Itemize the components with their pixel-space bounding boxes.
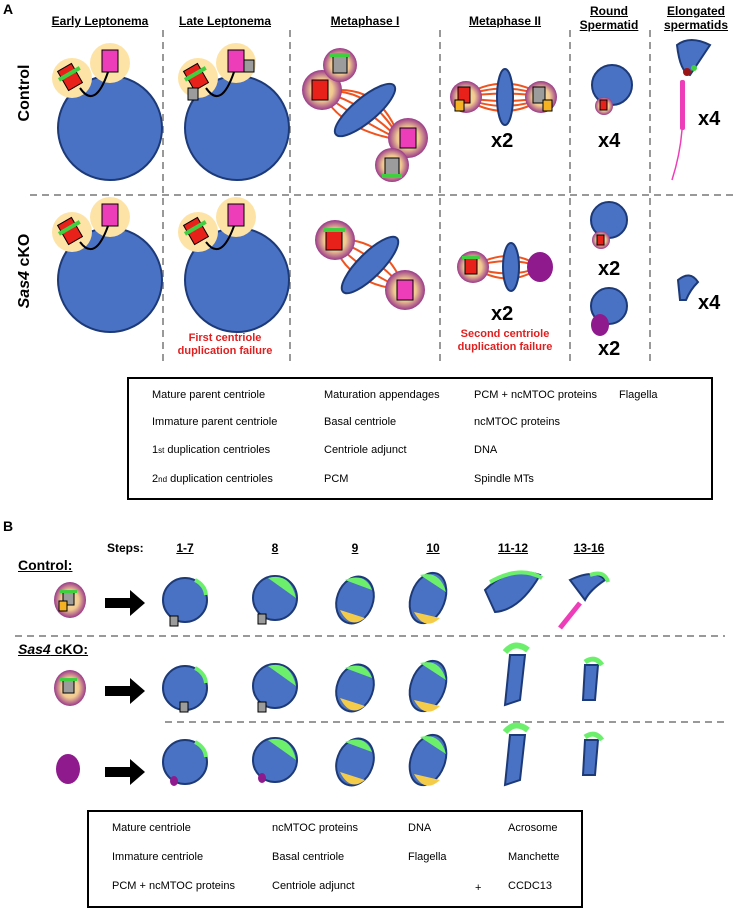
b-row-control-label: Control:	[18, 557, 73, 573]
legendb-immature: Immature centriole	[112, 851, 204, 863]
sas-round1-multiplier: x2	[598, 258, 621, 280]
sas-round-spermatid-1	[590, 201, 628, 249]
legend-second-dup-text: duplication centrioles	[167, 473, 273, 485]
sas-round-spermatid-2	[590, 287, 628, 336]
legend-adjunct: Centriole adjunct	[324, 444, 407, 456]
ctrl-early-leptonema	[52, 43, 163, 181]
b-row-sas4-gene: Sas4	[18, 641, 51, 657]
b-row2-spermatids	[162, 642, 605, 713]
legend-maturation: Maturation appendages	[324, 389, 440, 401]
legendb-acrosome: Acrosome	[508, 822, 558, 834]
legend-mature-parent: Mature parent centriole	[152, 389, 266, 401]
legend-first-dup-sup: st	[158, 445, 165, 455]
col-metaphase-1: Metaphase I	[330, 14, 400, 28]
legendb-pcm-ncmtoc: PCM + ncMTOC proteins	[112, 880, 235, 892]
ctrl-metaphase2-multiplier: x2	[491, 130, 514, 152]
b-row3-start	[56, 754, 145, 785]
legendb-basal: Basal centriole	[272, 851, 345, 863]
b-row1-start	[54, 582, 145, 618]
legendb-ncmtoc: ncMTOC proteins	[272, 822, 358, 834]
sas-metaphase-1	[315, 220, 425, 310]
legend-ncmtoc: ncMTOC proteins	[474, 416, 560, 428]
col-late-leptonema: Late Leptonema	[178, 14, 271, 28]
legend-flagella: Flagella	[619, 389, 658, 401]
legendb-dna: DNA	[408, 822, 432, 834]
legend-spindle: Spindle MTs	[474, 473, 534, 485]
step-13-16: 13-16	[573, 541, 605, 555]
ctrl-metaphase-2	[450, 68, 557, 126]
b-row-sas4-label: Sas4 cKO:	[18, 641, 88, 657]
legendb-manchette: Manchette	[508, 851, 560, 863]
step-1-7: 1-7	[176, 541, 194, 555]
ctrl-round-spermatid	[591, 64, 633, 115]
first-failure-label: First centriole duplication failure	[177, 332, 273, 357]
col-early-leptonema: Early Leptonema	[51, 14, 149, 28]
ctrl-round-multiplier: x4	[598, 130, 621, 152]
panel-b-dividers	[15, 635, 725, 723]
legend-first-dup-num: 1	[152, 444, 159, 456]
sas-late-leptonema	[178, 197, 290, 333]
step-10: 10	[426, 541, 440, 555]
col-metaphase-2: Metaphase II	[468, 14, 542, 28]
legendb-adjunct: Centriole adjunct	[272, 880, 355, 892]
sas-elongated-spermatid	[676, 274, 700, 301]
panel-a-legend	[127, 377, 713, 500]
b-row1-spermatids	[162, 570, 610, 630]
col-round-spermatid: Round Spermatid	[579, 4, 639, 32]
legend-second-dup-sup: nd	[158, 474, 168, 484]
step-11-12: 11-12	[497, 541, 529, 555]
ctrl-elongated-spermatid	[671, 39, 712, 181]
panel-b-label: B	[3, 518, 14, 534]
legend-immature-parent: Immature parent centriole	[152, 416, 278, 428]
panel-a-grid	[30, 30, 737, 365]
legend-dna: DNA	[474, 444, 498, 456]
legend-basal: Basal centriole	[324, 416, 397, 428]
panel-a-label: A	[3, 1, 14, 17]
legendb-mature: Mature centriole	[112, 822, 191, 834]
legend-pcm: PCM	[324, 473, 349, 485]
sas-round2-multiplier: x2	[598, 338, 621, 360]
ctrl-elongated-multiplier: x4	[698, 108, 721, 130]
step-9: 9	[351, 541, 359, 555]
sas-metaphase2-multiplier: x2	[491, 303, 514, 325]
b-row3-spermatids	[162, 722, 605, 787]
legendb-plus: +	[475, 882, 482, 894]
legendb-ccdc13: CCDC13	[508, 880, 553, 892]
legend-second-dup-num: 2	[152, 473, 159, 485]
col-elongated-spermatids: Elongated spermatids	[663, 4, 729, 32]
step-8: 8	[271, 541, 279, 555]
legend-first-dup-text: duplication centrioles	[164, 444, 271, 456]
b-row-sas4-suffix: cKO:	[50, 641, 89, 657]
sas-early-leptonema	[52, 197, 163, 333]
sas-metaphase-2	[457, 242, 553, 292]
legend-pcm-ncmtoc: PCM + ncMTOC proteins	[474, 389, 597, 401]
ctrl-late-leptonema	[178, 43, 290, 181]
b-row2-start	[54, 670, 145, 706]
panel-b-legend	[87, 810, 583, 908]
legendb-flagella: Flagella	[408, 851, 447, 863]
ctrl-metaphase-1	[302, 48, 428, 182]
second-failure-label: Second centriole duplication failure	[457, 328, 553, 353]
steps-label: Steps:	[107, 541, 144, 555]
sas-elongated-multiplier: x4	[698, 292, 721, 314]
